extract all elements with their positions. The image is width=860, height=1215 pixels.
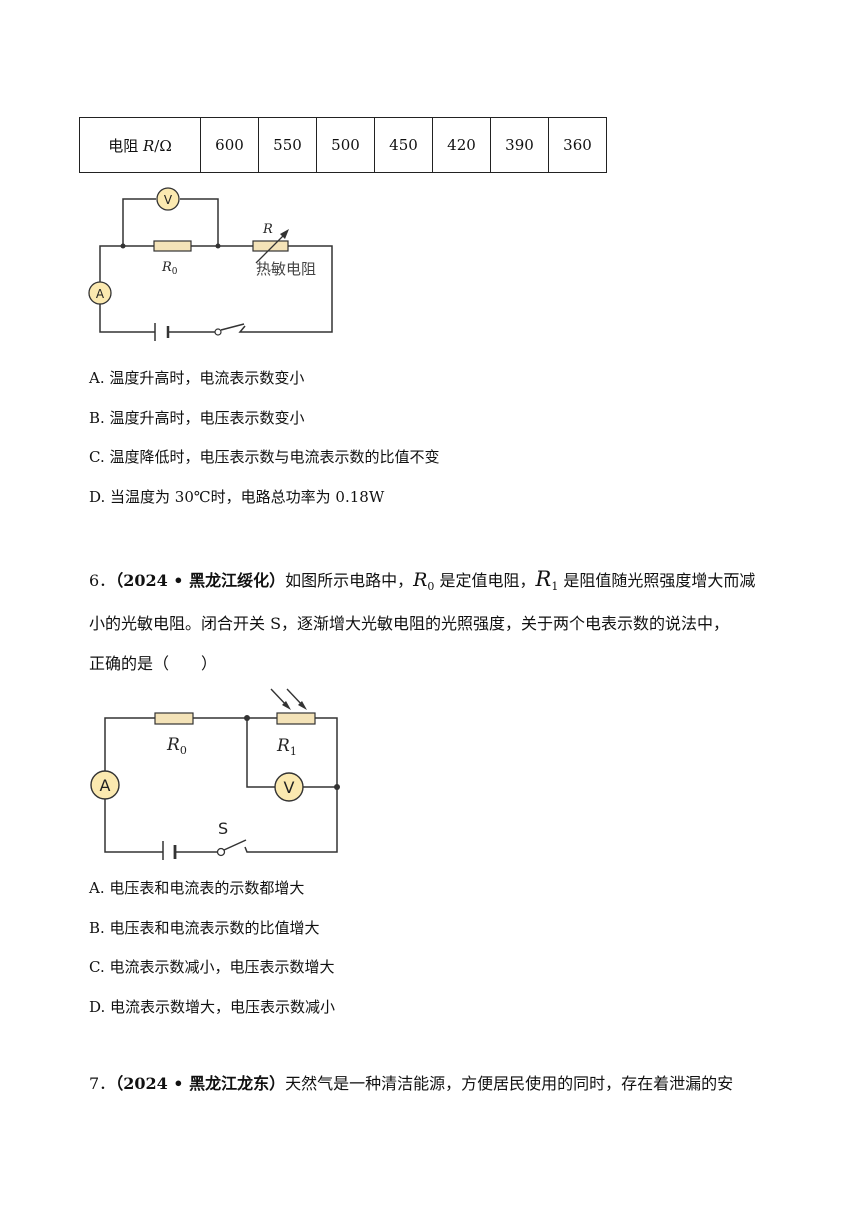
photoresistor xyxy=(276,712,316,725)
svg-text:R0: R0 xyxy=(161,260,178,277)
q7-source: （2024 • 黑龙江龙东） xyxy=(115,1074,286,1093)
table-cell: 500 xyxy=(316,117,375,173)
svg-text:R0: R0 xyxy=(166,735,187,757)
thermistor-label: 热敏电阻 xyxy=(256,260,316,278)
thermistor-resistor xyxy=(252,240,289,252)
voltmeter xyxy=(156,187,180,211)
q6-r0-subscript: 0 xyxy=(427,580,435,594)
table-row: 电阻 R/Ω 600 550 500 450 420 390 360 xyxy=(79,117,607,173)
resistance-table: 电阻 R/Ω 600 550 500 450 420 390 360 xyxy=(79,117,607,173)
ammeter xyxy=(90,770,120,800)
q5-option-d: D. 当温度为 30℃时，电路总功率为 0.18W xyxy=(89,488,385,506)
q6-line-2: 小的光敏电阻。闭合开关 S，逐渐增大光敏电阻的光照强度，关于两个电表示数的说法中… xyxy=(89,614,730,633)
q6-text-3: 是阻值随光照强度增大而减 xyxy=(558,571,756,590)
q6-number: 6． xyxy=(89,571,116,590)
ammeter-label: A xyxy=(96,287,105,301)
q7-line-1: 7．（2024 • 黑龙江龙东）天然气是一种清洁能源，方便居民使用的同时，存在着… xyxy=(89,1073,733,1095)
header-prefix: 电阻 xyxy=(108,136,143,155)
voltmeter xyxy=(274,772,304,802)
q6-r0-symbol: R xyxy=(413,569,428,591)
table-cell: 450 xyxy=(374,117,433,173)
q6-option-d: D. 电流表示数增大，电压表示数减小 xyxy=(89,998,336,1016)
r1-label: R xyxy=(276,736,290,756)
circuit-diagram-2: S R0 R1 A V xyxy=(90,688,340,860)
header-suffix: /Ω xyxy=(154,136,172,155)
voltmeter-label: V xyxy=(284,778,295,797)
q6-option-a: A. 电压表和电流表的示数都增大 xyxy=(89,879,305,897)
q6-line-1: 6．（2024 • 黑龙江绥化）如图所示电路中，R0 是定值电阻，R1 是阻值随… xyxy=(89,568,755,598)
r0-label: R xyxy=(166,735,180,755)
r-label: R xyxy=(262,222,273,237)
q5-option-c: C. 温度降低时，电压表示数与电流表示数的比值不变 xyxy=(89,448,440,466)
q6-line-3: 正确的是（ ） xyxy=(89,654,218,673)
q6-option-b: B. 电压表和电流表示数的比值增大 xyxy=(89,919,320,937)
svg-text:R1: R1 xyxy=(276,736,297,758)
q6-r1-symbol: R xyxy=(535,567,552,591)
table-cell: 550 xyxy=(258,117,317,173)
table-header-cell: 电阻 R/Ω xyxy=(79,117,201,173)
r0-resistor xyxy=(154,712,194,725)
light-arrows-icon xyxy=(270,688,307,710)
q5-option-b: B. 温度升高时，电压表示数变小 xyxy=(89,409,305,427)
q7-number: 7． xyxy=(89,1074,116,1093)
voltmeter-label: V xyxy=(164,193,173,207)
table-cell: 600 xyxy=(200,117,259,173)
variable-arrow-icon xyxy=(255,231,288,264)
header-symbol: R xyxy=(142,136,155,155)
r1-subscript: 1 xyxy=(290,745,297,758)
table-cell: 360 xyxy=(548,117,607,173)
q7-text: 天然气是一种清洁能源，方便居民使用的同时，存在着泄漏的安 xyxy=(285,1074,734,1093)
ammeter-label: A xyxy=(100,776,111,795)
q6-r1-subscript: 1 xyxy=(551,580,559,594)
q6-source: （2024 • 黑龙江绥化） xyxy=(115,571,286,590)
r0-subscript: 0 xyxy=(172,267,178,277)
table-cell: 390 xyxy=(490,117,549,173)
q6-text-1: 如图所示电路中， xyxy=(285,571,414,590)
q6-text-2: 是定值电阻， xyxy=(434,571,536,590)
q6-option-c: C. 电流表示数减小，电压表示数增大 xyxy=(89,958,335,976)
r0-resistor xyxy=(153,240,192,252)
ammeter xyxy=(88,281,112,305)
circuit-diagram-1: R0 R 热敏电阻 V A xyxy=(88,187,333,341)
r0-subscript: 0 xyxy=(180,744,187,757)
table-cell: 420 xyxy=(432,117,491,173)
switch-label: S xyxy=(218,819,228,838)
r0-label: R xyxy=(161,260,172,275)
q5-option-a: A. 温度升高时，电流表示数变小 xyxy=(89,369,305,387)
